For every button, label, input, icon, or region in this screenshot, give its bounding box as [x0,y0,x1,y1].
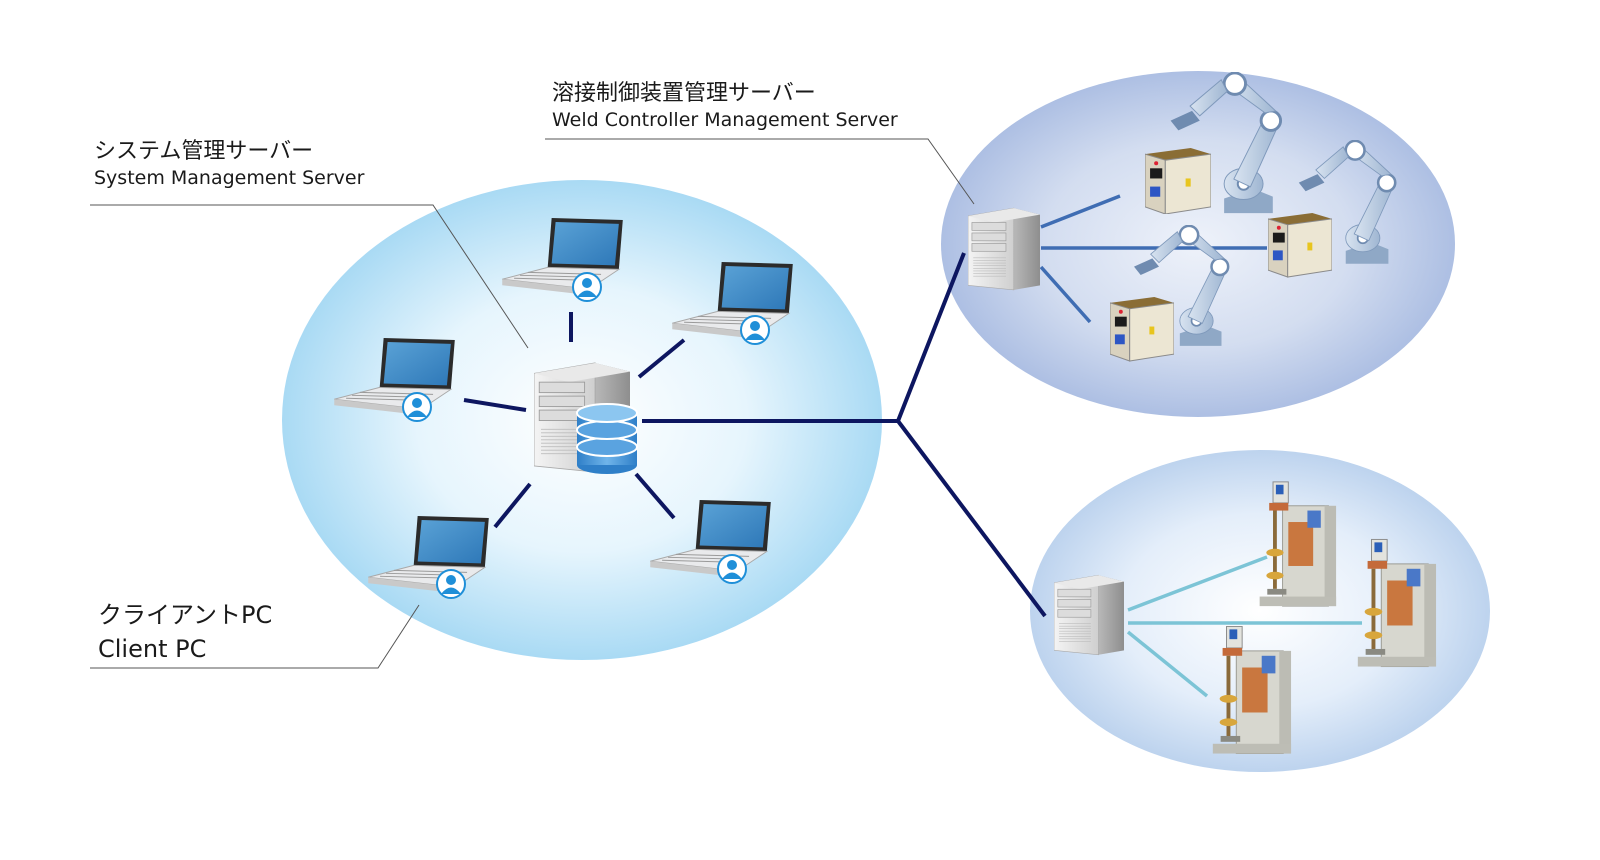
weld-controller-icon [1145,148,1211,214]
client-pc-label: クライアントPC Client PC [98,603,272,661]
client-links [463,312,686,529]
user-icon [717,554,747,584]
user-icon [436,569,466,599]
system-server-label-en: System Management Server [94,167,365,189]
weld-server-label-ja: 溶接制御装置管理サーバー [552,81,816,106]
label-leaders [90,138,975,669]
database-icon [576,403,638,474]
backbone-links [642,252,1047,618]
user-icon [740,315,770,345]
client-pc-label-en: Client PC [98,635,207,663]
client-pc-label-ja: クライアントPC [98,601,273,629]
weld-controller-server-icon[interactable] [968,207,1040,291]
weld-server-label: 溶接制御装置管理サーバー Weld Controller Management … [552,83,898,130]
welder-links [1126,555,1362,698]
user-icon [402,392,432,422]
spot-welder-server-icon[interactable] [1054,574,1124,656]
user-icon [572,272,602,302]
weld-controller-icon [1110,296,1174,362]
welder-zone [1030,450,1490,772]
system-server-label: システム管理サーバー System Management Server [94,141,364,188]
robot-links [1039,194,1267,324]
weld-server-label-en: Weld Controller Management Server [552,109,898,131]
system-server-label-ja: システム管理サーバー [94,139,314,164]
weld-controller-icon [1268,212,1332,278]
